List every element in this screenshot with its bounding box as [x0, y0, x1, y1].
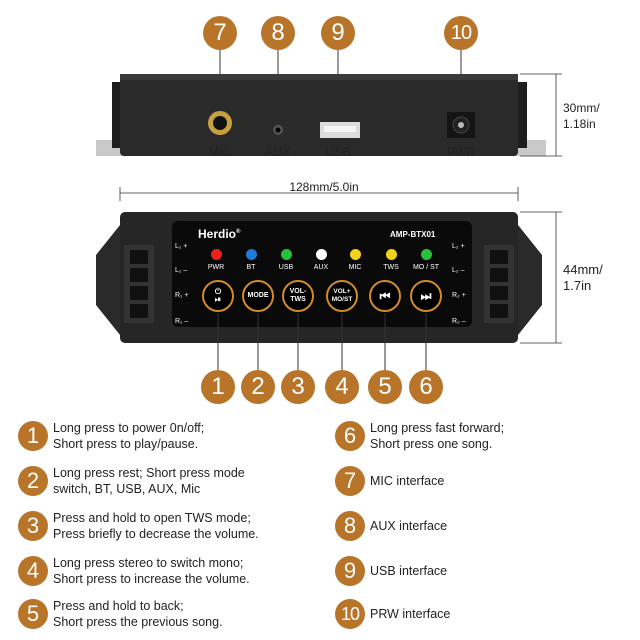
- top-view-drawing: [96, 50, 562, 157]
- desc-10: PRW interface: [370, 607, 451, 621]
- power-play-button[interactable]: ⏻ ⏯: [202, 280, 234, 312]
- led-mic: [350, 249, 361, 260]
- desc-badge-3: 3: [18, 511, 48, 541]
- badge-7: 7: [203, 16, 237, 50]
- terminal-l2-plus: L₂ +: [452, 243, 465, 250]
- terminal-l1-minus: L₁ –: [175, 267, 188, 274]
- height-top-dimension: 30mm/ 1.18in: [563, 101, 600, 131]
- desc-3: Press and hold to open TWS mode; Press b…: [53, 511, 259, 541]
- led-usb: [281, 249, 292, 260]
- led-bt: [246, 249, 257, 260]
- led-tws: [386, 249, 397, 260]
- led-pwr: [211, 249, 222, 260]
- terminal-r1-plus: R₁ +: [175, 292, 189, 299]
- led-label-usb: USB: [278, 264, 294, 271]
- usb-label: USB: [325, 145, 351, 159]
- desc-badge-1: 1: [18, 421, 48, 451]
- desc-badge-8: 8: [335, 511, 365, 541]
- led-mo-st: [421, 249, 432, 260]
- front-view: [0, 175, 640, 405]
- led-label-aux: AUX: [313, 264, 329, 271]
- previous-button[interactable]: ⏮: [369, 280, 401, 312]
- brand-mark: ®: [236, 229, 241, 235]
- badge-3: 3: [281, 370, 315, 404]
- desc-2: Long press rest; Short press mode switch…: [53, 466, 245, 496]
- height-front-dimension: 44mm/ 1.7in: [563, 262, 603, 293]
- desc-badge-10: 10: [335, 599, 365, 629]
- pwr-label: PWR: [447, 145, 475, 159]
- terminal-r2-plus: R₂ +: [452, 292, 466, 299]
- led-label-mic: MIC: [348, 264, 362, 271]
- desc-8: AUX interface: [370, 519, 448, 533]
- desc-badge-2: 2: [18, 466, 48, 496]
- desc-1: Long press to power 0n/off; Short press …: [53, 421, 205, 451]
- badge-1: 1: [201, 370, 235, 404]
- terminal-l2-minus: L₂ –: [452, 267, 465, 274]
- desc-badge-7: 7: [335, 466, 365, 496]
- led-aux: [316, 249, 327, 260]
- desc-badge-6: 6: [335, 421, 365, 451]
- led-label-mo-st: MO / ST: [412, 264, 440, 271]
- badge-4: 4: [325, 370, 359, 404]
- brand-logo: Herdio®: [198, 227, 240, 241]
- next-button[interactable]: ⏭: [410, 280, 442, 312]
- badge-8: 8: [261, 16, 295, 50]
- badge-10: 10: [444, 16, 478, 50]
- aux-label: AUX: [265, 145, 291, 159]
- terminal-r2-minus: R₂ –: [452, 318, 466, 325]
- desc-4: Long press stereo to switch mono; Short …: [53, 556, 250, 586]
- mode-button[interactable]: MODE: [242, 280, 274, 312]
- brand-text: Herdio: [198, 227, 237, 241]
- model-label: AMP-BTX01: [390, 230, 436, 239]
- front-view-drawing: [96, 187, 562, 373]
- desc-badge-9: 9: [335, 556, 365, 586]
- desc-9: USB interface: [370, 564, 448, 578]
- led-label-bt: BT: [246, 264, 256, 271]
- desc-6: Long press fast forward; Short press one…: [370, 421, 505, 451]
- mic-label: MIC: [209, 145, 231, 159]
- badge-9: 9: [321, 16, 355, 50]
- vol-down-tws-button[interactable]: VOL- TWS: [282, 280, 314, 312]
- width-dimension: 128mm/5.0in: [289, 180, 359, 194]
- desc-5: Press and hold to back; Short press the …: [53, 599, 223, 629]
- desc-7: MIC interface: [370, 474, 445, 488]
- badge-2: 2: [241, 370, 275, 404]
- terminal-r1-minus: R₁ –: [175, 318, 189, 325]
- desc-badge-4: 4: [18, 556, 48, 586]
- badge-5: 5: [368, 370, 402, 404]
- desc-badge-5: 5: [18, 599, 48, 629]
- led-label-tws: TWS: [383, 264, 399, 271]
- badge-6: 6: [409, 370, 443, 404]
- led-label-pwr: PWR: [207, 264, 225, 271]
- vol-up-mo-st-button[interactable]: VOL+ MO/ST: [326, 280, 358, 312]
- top-view: [0, 0, 640, 175]
- terminal-l1-plus: L₁ +: [175, 243, 188, 250]
